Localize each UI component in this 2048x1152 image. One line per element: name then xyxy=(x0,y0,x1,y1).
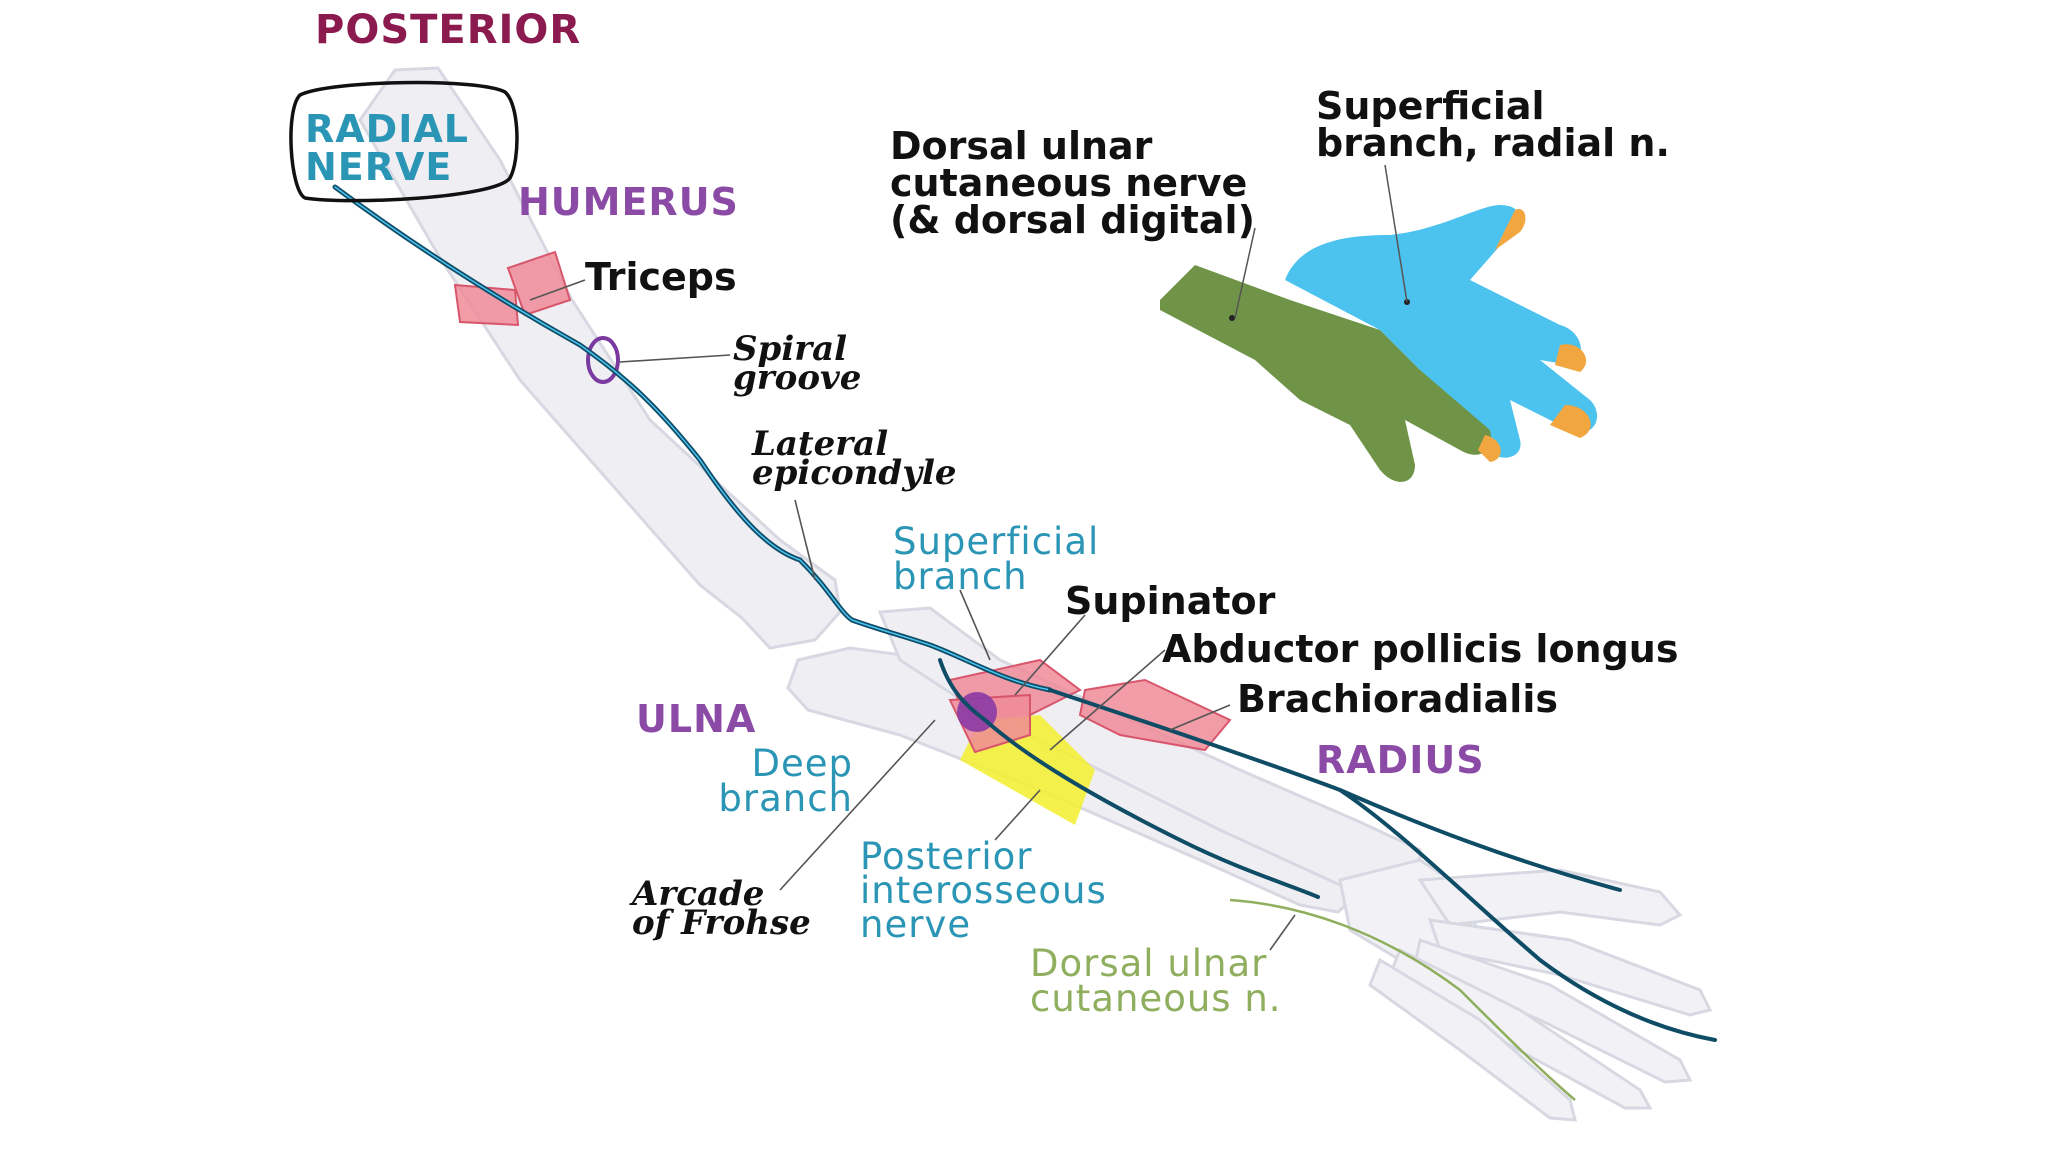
supinator-label: Supinator xyxy=(1065,579,1276,623)
superficial-branch-label-line1: Superficial xyxy=(893,520,1100,563)
ulna-label: ULNA xyxy=(636,697,757,741)
dorsal-ulnar-cutaneous-nerve xyxy=(1229,898,1576,1101)
radial-nerve-label-line2: NERVE xyxy=(305,145,453,189)
radial-nerve-highlight xyxy=(334,186,1051,691)
inset-superficial-branch-label: Superficial branch, radial n. xyxy=(1316,84,1670,166)
posterior-interosseous-nerve-label-line2: interosseous xyxy=(860,869,1107,913)
superficial-branch-nerve-2 xyxy=(1338,788,1717,1042)
arcade-of-frohse-label-line2: of Frohse xyxy=(632,902,811,943)
spiral-groove-label: Spiral groove xyxy=(733,329,862,398)
radial-nerve-label-line1: RADIAL xyxy=(305,107,469,151)
abductor-pollicis-longus-label: Abductor pollicis longus xyxy=(1162,627,1679,671)
posterior-interosseous-nerve-label-line3: nerve xyxy=(860,903,972,947)
arcade-of-frohse-label: Arcade of Frohse xyxy=(632,874,811,943)
dorsal-ulnar-cutaneous-n-label-line2: cutaneous n. xyxy=(1030,977,1282,1021)
diagram-title: POSTERIOR xyxy=(315,7,582,53)
brachioradialis-label: Brachioradialis xyxy=(1237,677,1558,721)
superficial-branch-label-line2: branch xyxy=(893,555,1028,599)
lateral-epicondyle-label: Lateral epicondyle xyxy=(752,424,957,493)
brachioradialis-muscle xyxy=(1078,678,1232,752)
radial-nerve-callout-box xyxy=(289,80,519,203)
inset-hand-nail-1 xyxy=(1555,344,1587,372)
dorsal-ulnar-cutaneous-n-label: Dorsal ulnar cutaneous n. xyxy=(1030,942,1282,1021)
triceps-label: Triceps xyxy=(585,255,737,299)
inset-dorsal-ulnar-label-line3: (& dorsal digital) xyxy=(890,198,1255,243)
inset-hand xyxy=(1160,164,1598,482)
arcade-of-frohse-label-line1: Arcade xyxy=(632,874,765,914)
inset-hand-nail-2 xyxy=(1550,405,1591,438)
inset-dorsal-ulnar-label-line2: cutaneous nerve xyxy=(890,161,1248,206)
deep-branch-label-line1: Deep xyxy=(751,742,853,785)
radius-label: RADIUS xyxy=(1316,738,1485,782)
posterior-interosseous-nerve-label: Posterior interosseous nerve xyxy=(860,835,1107,947)
hand-bones xyxy=(1338,858,1713,1122)
spiral-groove-label-line1: Spiral xyxy=(733,329,848,369)
spiral-groove-label-line2: groove xyxy=(733,357,862,398)
inset-hand-nail-3 xyxy=(1478,435,1501,462)
radial-nerve-label: RADIAL NERVE xyxy=(305,110,469,186)
inset-superficial-branch-label-line1: Superficial xyxy=(1316,84,1545,128)
inset-superficial-branch-label-line2: branch, radial n. xyxy=(1316,121,1670,166)
spiral-groove-marker xyxy=(586,336,620,384)
leader-lines xyxy=(529,279,1296,951)
deep-branch-label: Deep branch xyxy=(693,742,853,821)
superficial-branch-label: Superficial branch xyxy=(893,520,1100,599)
humerus-label: HUMERUS xyxy=(518,180,739,224)
deep-branch-nerve xyxy=(938,658,1320,899)
lateral-epicondyle-label-line1: Lateral xyxy=(752,424,889,464)
posterior-interosseous-nerve-label-line1: Posterior xyxy=(860,835,1033,878)
deep-branch-label-line2: branch xyxy=(718,777,853,821)
inset-dorsal-ulnar-label-line1: Dorsal ulnar xyxy=(890,124,1153,168)
inset-hand-superficial-region xyxy=(1285,205,1598,458)
inset-dorsal-ulnar-label: Dorsal ulnar cutaneous nerve (& dorsal d… xyxy=(890,124,1255,243)
inset-hand-ulnar-region xyxy=(1160,265,1491,482)
lateral-epicondyle-label-line2: epicondyle xyxy=(752,452,957,493)
inset-hand-nail-thumb xyxy=(1495,209,1526,250)
dorsal-ulnar-cutaneous-n-label-line1: Dorsal ulnar xyxy=(1030,942,1268,985)
triceps-muscle xyxy=(453,250,572,327)
